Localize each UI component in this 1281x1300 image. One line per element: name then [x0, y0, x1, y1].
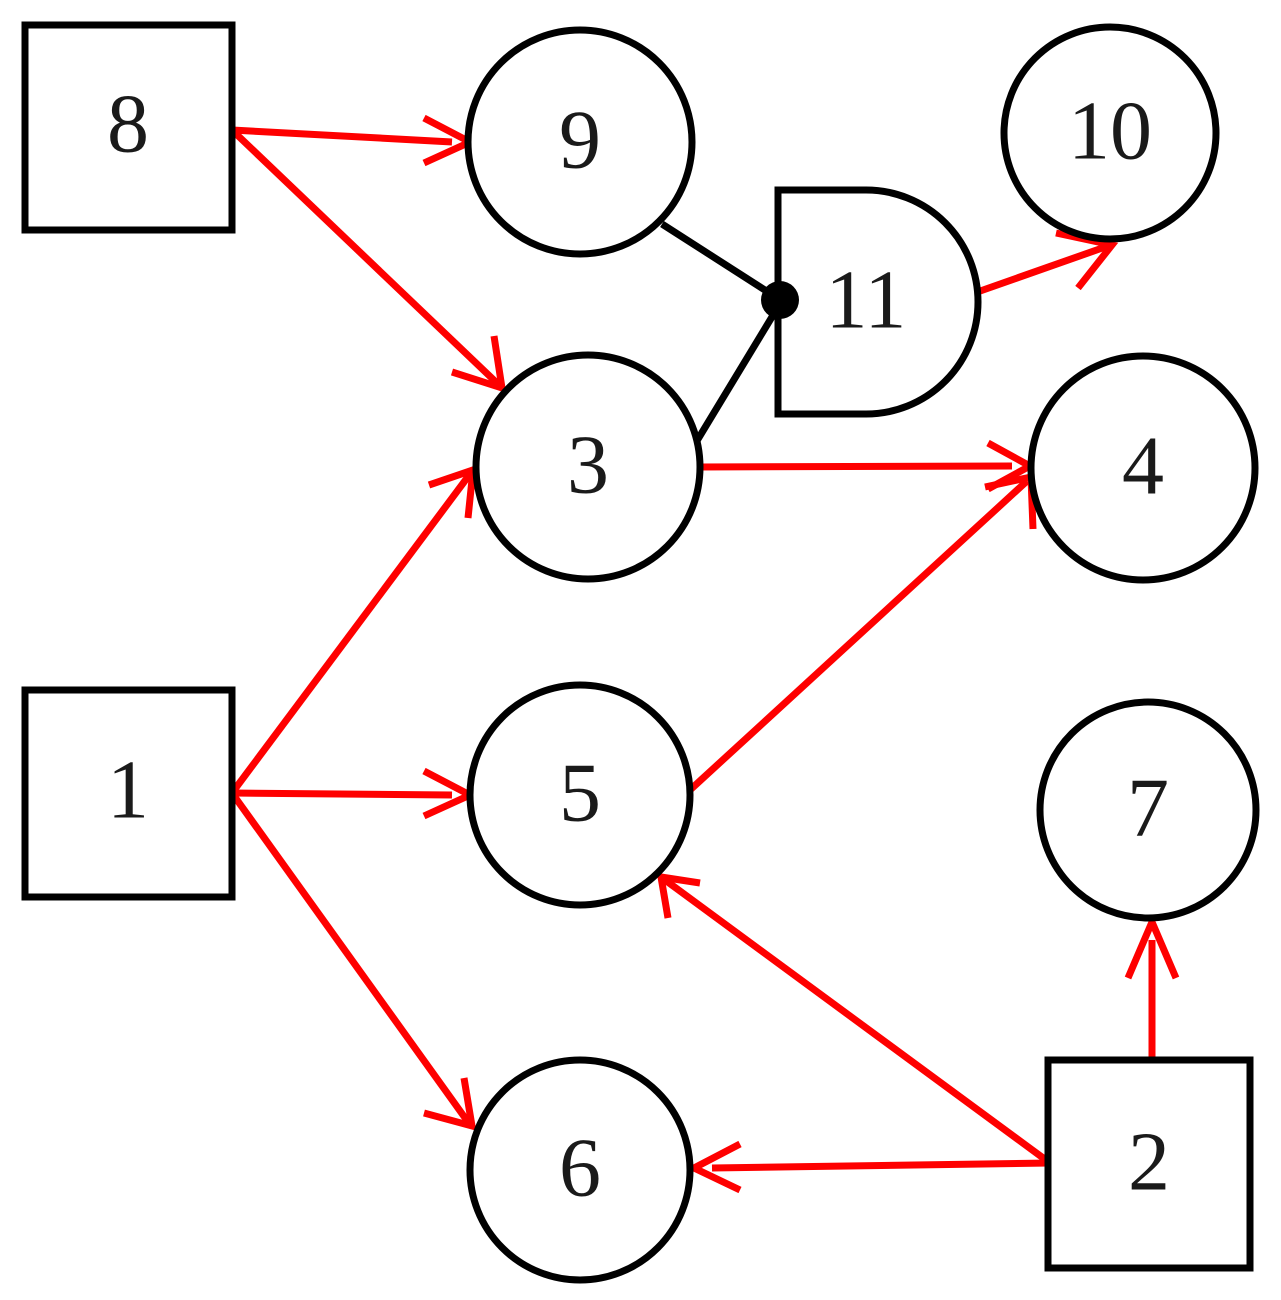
edge-8-to-9[interactable] — [231, 114, 478, 167]
node-8[interactable]: 8 — [21, 21, 236, 234]
node-5[interactable]: 5 — [466, 681, 694, 909]
node-11-label: 11 — [826, 253, 907, 346]
junction-dot — [761, 281, 799, 319]
edge-3-to-11[interactable] — [689, 300, 784, 451]
edge-8-to-3[interactable] — [229, 127, 507, 394]
edge-1-to-6[interactable] — [229, 790, 477, 1131]
node-1-label: 1 — [107, 743, 149, 836]
node-9-label: 9 — [559, 93, 601, 186]
edge-3-to-4[interactable] — [699, 439, 1038, 493]
node-1[interactable]: 1 — [21, 686, 236, 901]
edge-2-to-5[interactable] — [656, 872, 1053, 1166]
edge-2-to-7[interactable] — [1124, 913, 1180, 1060]
node-6-label: 6 — [559, 1121, 601, 1214]
edge-11-to-10[interactable] — [964, 229, 1119, 300]
node-4-label: 4 — [1122, 419, 1164, 512]
edge-1-to-3[interactable] — [229, 464, 478, 796]
node-2-label: 2 — [1128, 1115, 1170, 1208]
node-layer: 8 9 10 11 3 — [21, 21, 1260, 1284]
node-7[interactable]: 7 — [1036, 698, 1260, 922]
edge-5-to-4[interactable] — [687, 472, 1037, 793]
edge-1-to-5[interactable] — [231, 767, 478, 820]
edge-2-to-6[interactable] — [686, 1140, 1051, 1194]
node-11[interactable]: 11 — [774, 186, 982, 418]
node-10[interactable]: 10 — [1000, 23, 1220, 243]
node-2[interactable]: 2 — [1044, 1056, 1254, 1272]
edge-layer — [229, 114, 1180, 1194]
node-4[interactable]: 4 — [1027, 352, 1259, 584]
node-3-label: 3 — [567, 418, 609, 511]
node-3[interactable]: 3 — [472, 351, 704, 583]
node-5-label: 5 — [559, 746, 601, 839]
node-8-label: 8 — [107, 77, 149, 170]
edge-9-to-11[interactable] — [660, 221, 784, 304]
node-6[interactable]: 6 — [466, 1056, 694, 1284]
node-9[interactable]: 9 — [464, 26, 696, 258]
node-7-label: 7 — [1127, 761, 1169, 854]
node-10-label: 10 — [1068, 84, 1152, 177]
